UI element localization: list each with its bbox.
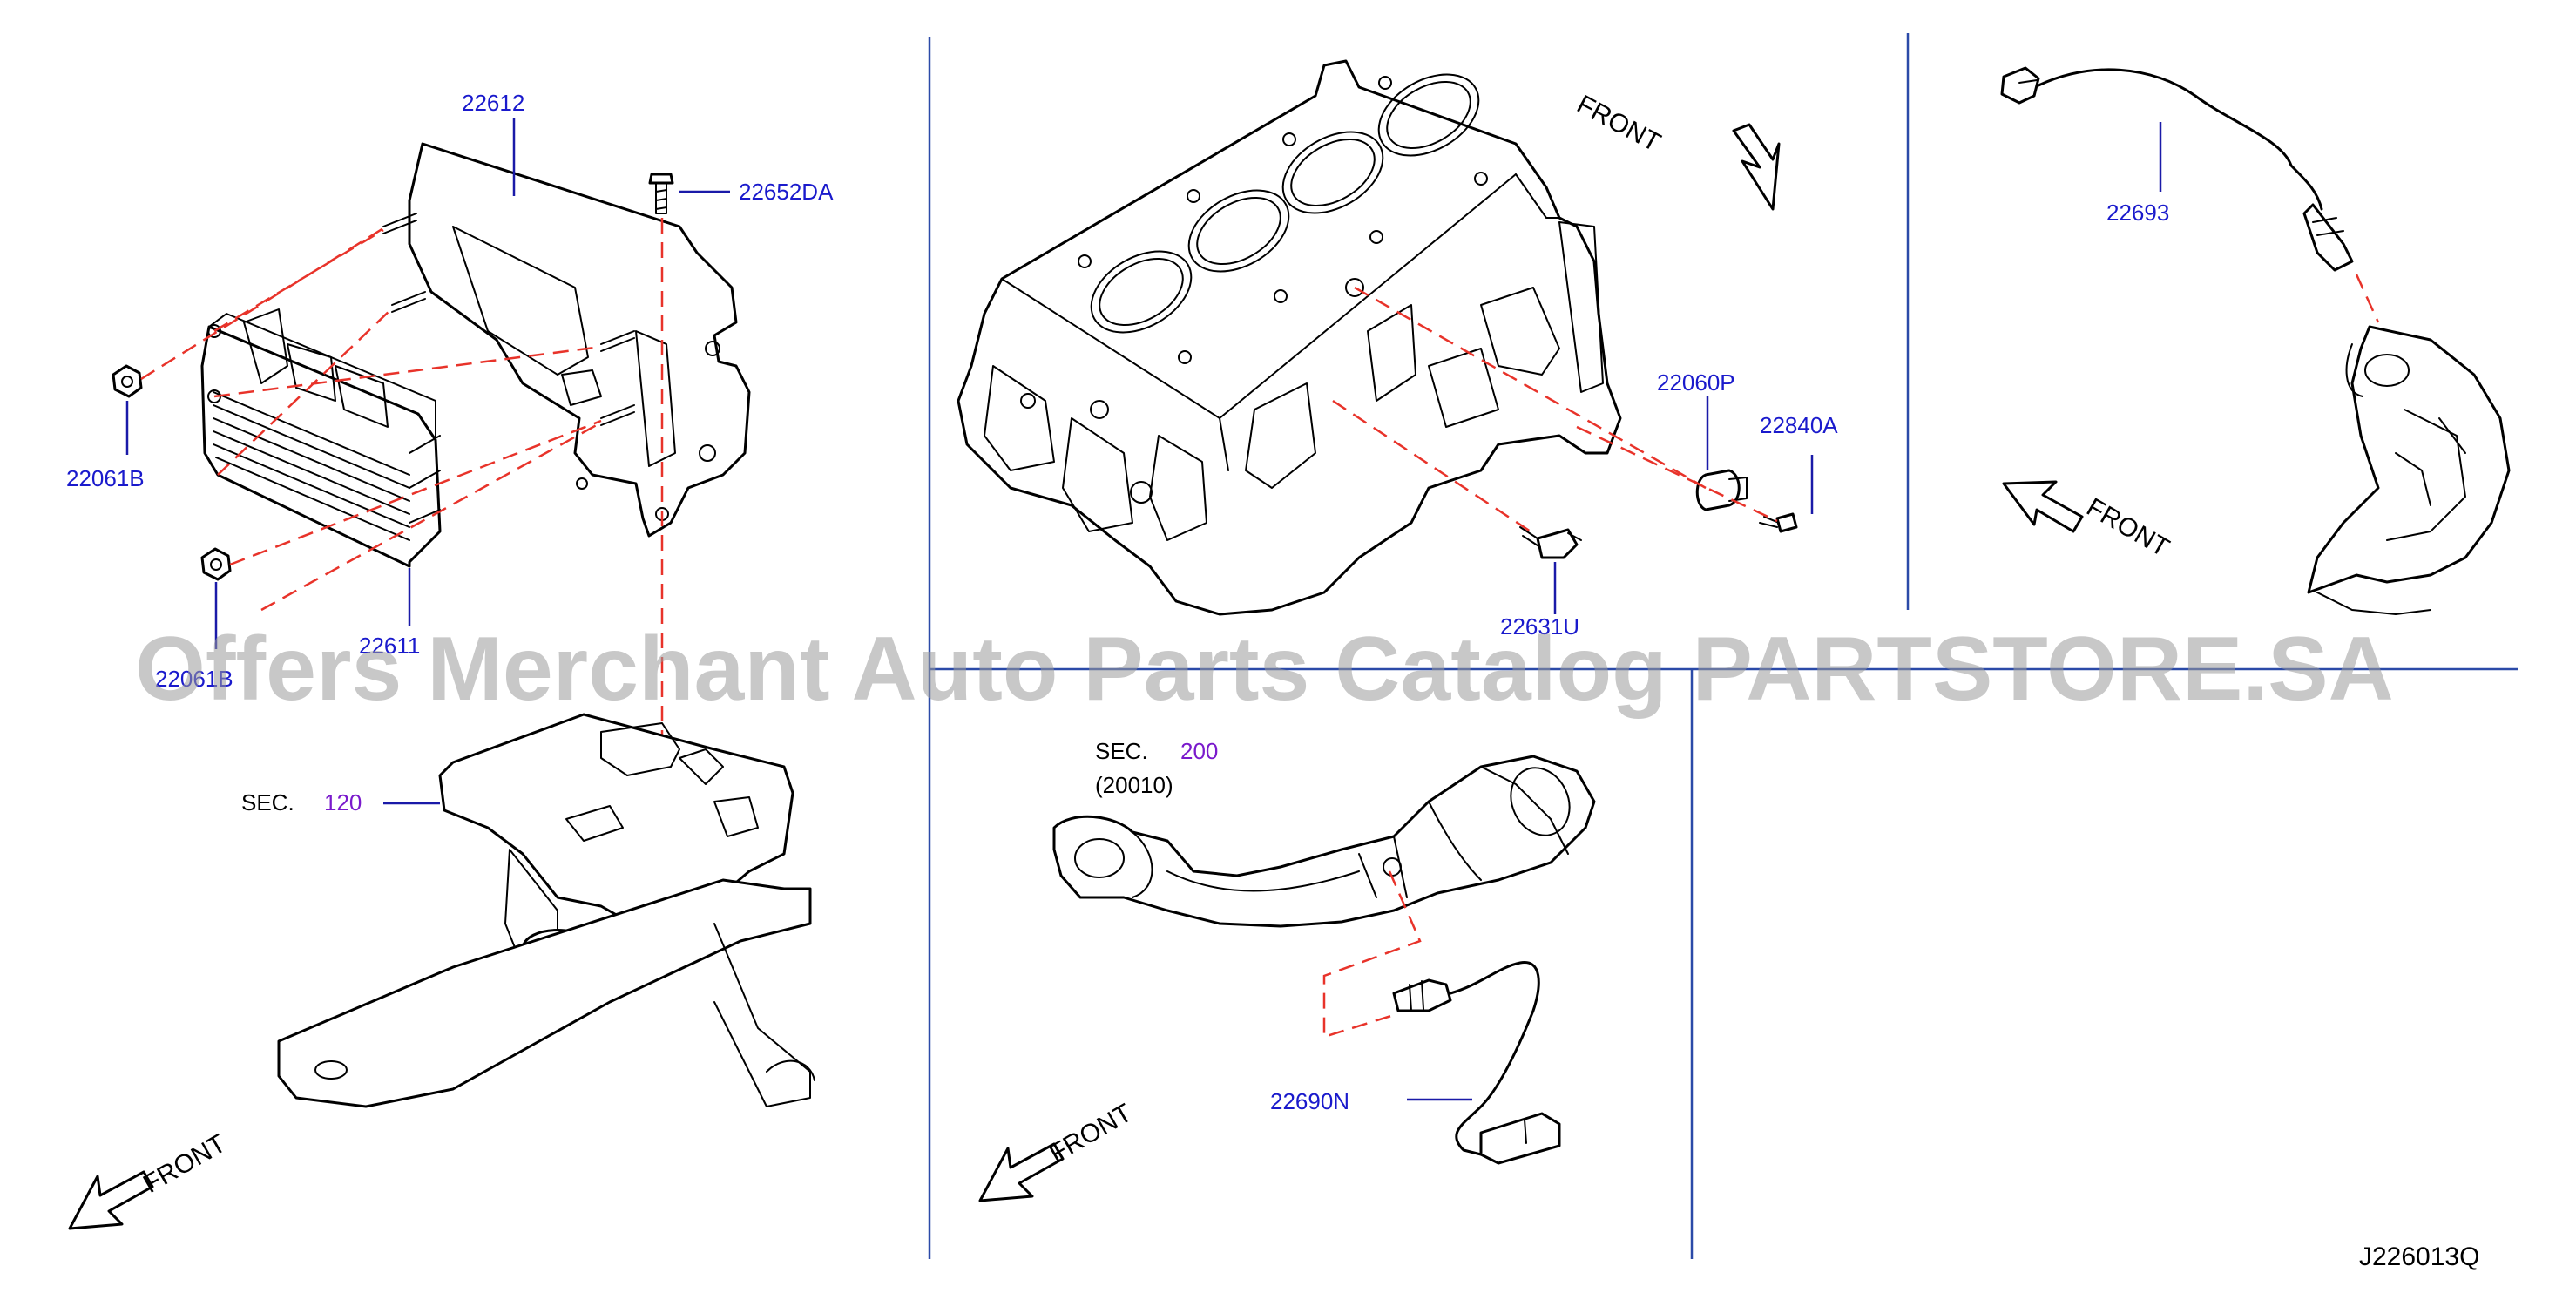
front-label-catalyst: FRONT (1045, 1099, 1137, 1168)
part-22652DA-label: 22652DA (739, 179, 834, 205)
part-22060P-label: 22060P (1657, 369, 1735, 396)
part-22611-label: 22611 (359, 633, 420, 659)
watermark-text: Offers Merchant Auto Parts Catalog PARTS… (135, 619, 2394, 720)
sec-200-prefix: SEC. (1095, 738, 1148, 764)
front-arrow-catalyst: FRONT (978, 1099, 1137, 1202)
front-label-sensor: FRONT (2082, 492, 2174, 562)
center-bottom-labels: SEC. 200 (20010) 22690N (1095, 738, 1349, 1114)
center-top-labels: 22060P 22840A 22631U (1500, 369, 1838, 640)
front-label-engine: FRONT (1572, 90, 1666, 158)
part-22061B-bottom-label: 22061B (155, 666, 233, 692)
part-22061B-top-label: 22061B (66, 465, 145, 491)
part-22840A-label: 22840A (1760, 412, 1838, 438)
part-22690N-label: 22690N (1270, 1088, 1349, 1114)
sec-200-subtitle: (20010) (1095, 772, 1173, 798)
front-arrow-bracket: FRONT (68, 1129, 231, 1230)
panel-dividers (928, 33, 2518, 1259)
engine-block-drawing (957, 59, 1814, 616)
right-top-labels: 22693 (2106, 200, 2169, 226)
front-label-bracket: FRONT (139, 1129, 231, 1199)
part-22612-label: 22612 (462, 90, 524, 116)
part-22631U-label: 22631U (1500, 613, 1579, 640)
front-arrow-engine: FRONT (1572, 90, 1781, 211)
sec-200-number: 200 (1180, 738, 1218, 764)
catalyst-drawing (1052, 755, 1596, 1165)
diagram-code: J226013Q (2359, 1242, 2479, 1271)
o2-sensor-front-drawing (2000, 66, 2511, 615)
ecm-bracket-drawing (112, 118, 815, 1108)
part-22693-label: 22693 (2106, 200, 2169, 226)
sec-120-number: 120 (324, 789, 362, 816)
sec-120-prefix: SEC. (241, 789, 294, 816)
front-arrow-sensor: FRONT (2002, 480, 2174, 563)
left-panel-labels: 22612 22652DA 22061B 22611 22061B SEC. 1… (66, 90, 834, 816)
